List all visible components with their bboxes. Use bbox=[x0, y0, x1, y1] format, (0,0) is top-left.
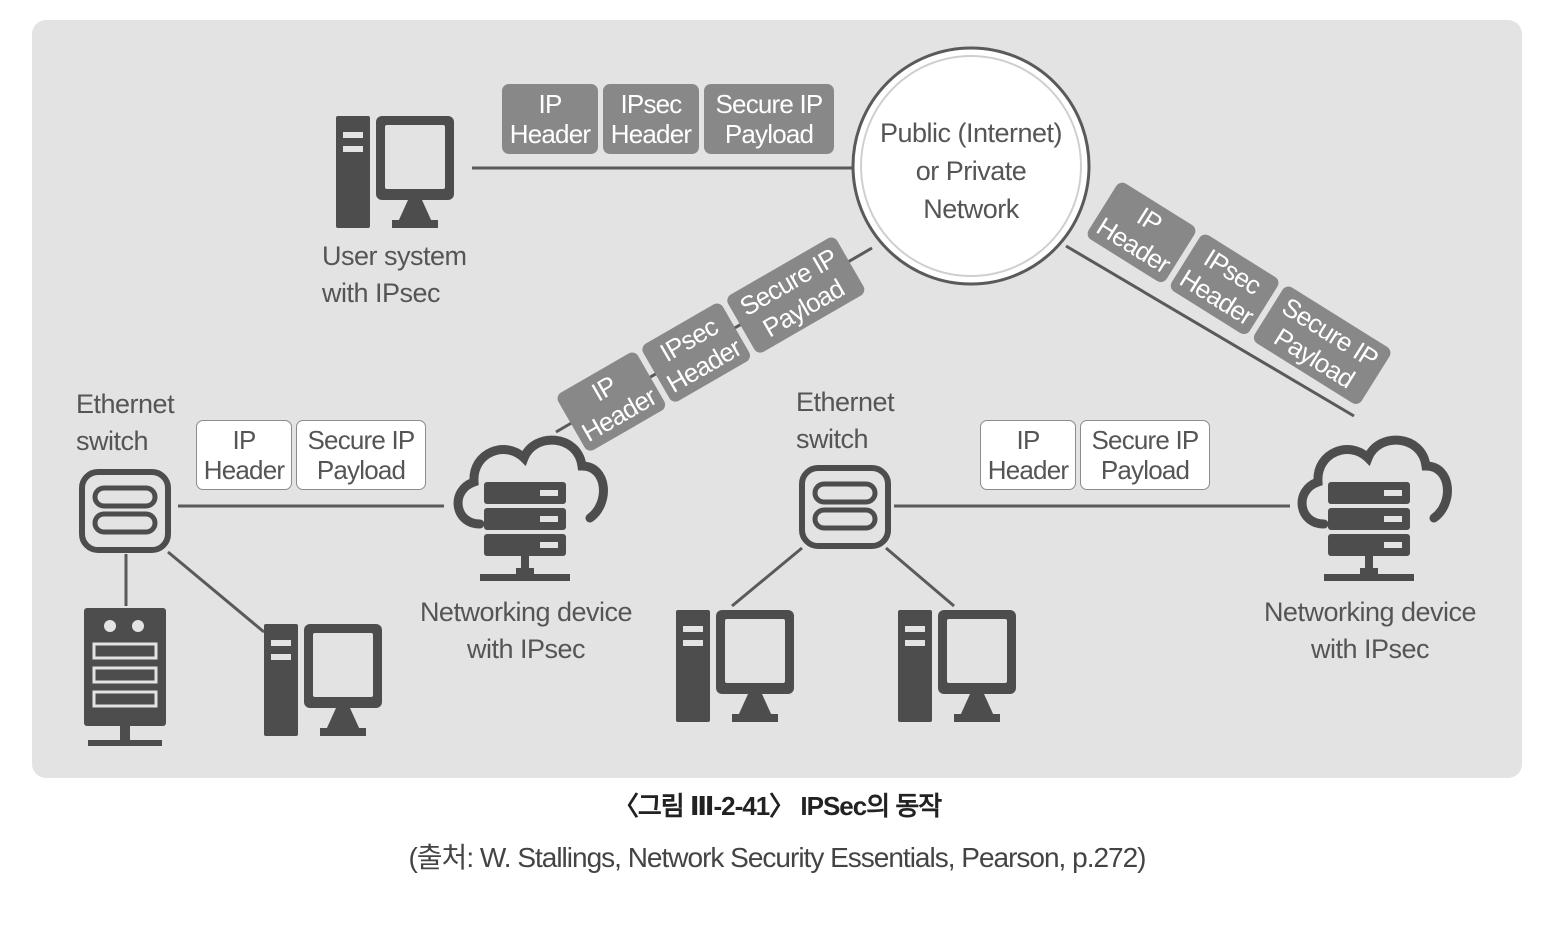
networking-device-right-label: Networking device with IPsec bbox=[1258, 594, 1482, 668]
networking-device-left-icon bbox=[458, 440, 603, 581]
packet-text: Payload bbox=[316, 455, 406, 485]
packet-text: Header bbox=[509, 119, 591, 149]
lan-mid-pc-2-icon bbox=[898, 610, 1016, 722]
network-cloud-circle bbox=[851, 46, 1091, 286]
user-system-label-line2: with IPsec bbox=[322, 278, 441, 308]
figure-caption-title: 〈그림 Ⅲ-2-41〉 IPSec의 동작 bbox=[612, 791, 942, 821]
packet-text: Secure IP bbox=[715, 89, 824, 119]
lan-mid-pc-1-icon bbox=[676, 610, 794, 722]
packet-text: IP bbox=[1016, 425, 1041, 455]
switch-mid-label-line2: switch bbox=[796, 424, 869, 454]
networking-device-right-icon bbox=[1302, 440, 1447, 581]
lan-left-pc-icon bbox=[264, 624, 382, 736]
network-label-line2: or Private bbox=[915, 156, 1027, 186]
packet-text: Secure IP bbox=[307, 425, 416, 455]
device-right-label-line2: with IPsec bbox=[1310, 634, 1430, 664]
packet-text: Header bbox=[203, 455, 285, 485]
network-label: Public (Internet) or Private Network bbox=[866, 114, 1076, 228]
ethernet-switch-left-icon bbox=[82, 472, 168, 550]
user-system-label-line1: User system bbox=[322, 241, 467, 271]
user-system-label: User system with IPsec bbox=[322, 238, 467, 312]
switch-left-label-line1: Ethernet bbox=[76, 389, 175, 419]
packet-text: Header bbox=[610, 119, 692, 149]
packet-text: Payload bbox=[724, 119, 814, 149]
networking-device-left-label: Networking device with IPsec bbox=[414, 594, 638, 668]
switch-mid-label-line1: Ethernet bbox=[796, 387, 895, 417]
packet-text: IP bbox=[538, 89, 563, 119]
server-tower-icon bbox=[84, 608, 166, 746]
packet-text: IPsec bbox=[620, 89, 682, 119]
device-left-label-line1: Networking device bbox=[419, 597, 633, 627]
ethernet-switch-mid-icon bbox=[802, 468, 888, 546]
network-label-line3: Network bbox=[923, 194, 1019, 224]
device-left-label-line2: with IPsec bbox=[466, 634, 586, 664]
packet-text: Header bbox=[987, 455, 1069, 485]
packet-text: IP bbox=[232, 425, 257, 455]
device-right-label-line1: Networking device bbox=[1263, 597, 1477, 627]
switch-left-label-line2: switch bbox=[76, 426, 149, 456]
packet-text: Payload bbox=[1100, 455, 1190, 485]
figure-caption-source: (출처: W. Stallings, Network Security Esse… bbox=[408, 842, 1146, 873]
network-label-line1: Public (Internet) bbox=[879, 118, 1063, 148]
packet-text: Secure IP bbox=[1091, 425, 1200, 455]
ethernet-switch-mid-label: Ethernet switch bbox=[796, 384, 895, 458]
user-system-pc-icon bbox=[336, 116, 454, 228]
ethernet-switch-left-label: Ethernet switch bbox=[76, 386, 175, 460]
